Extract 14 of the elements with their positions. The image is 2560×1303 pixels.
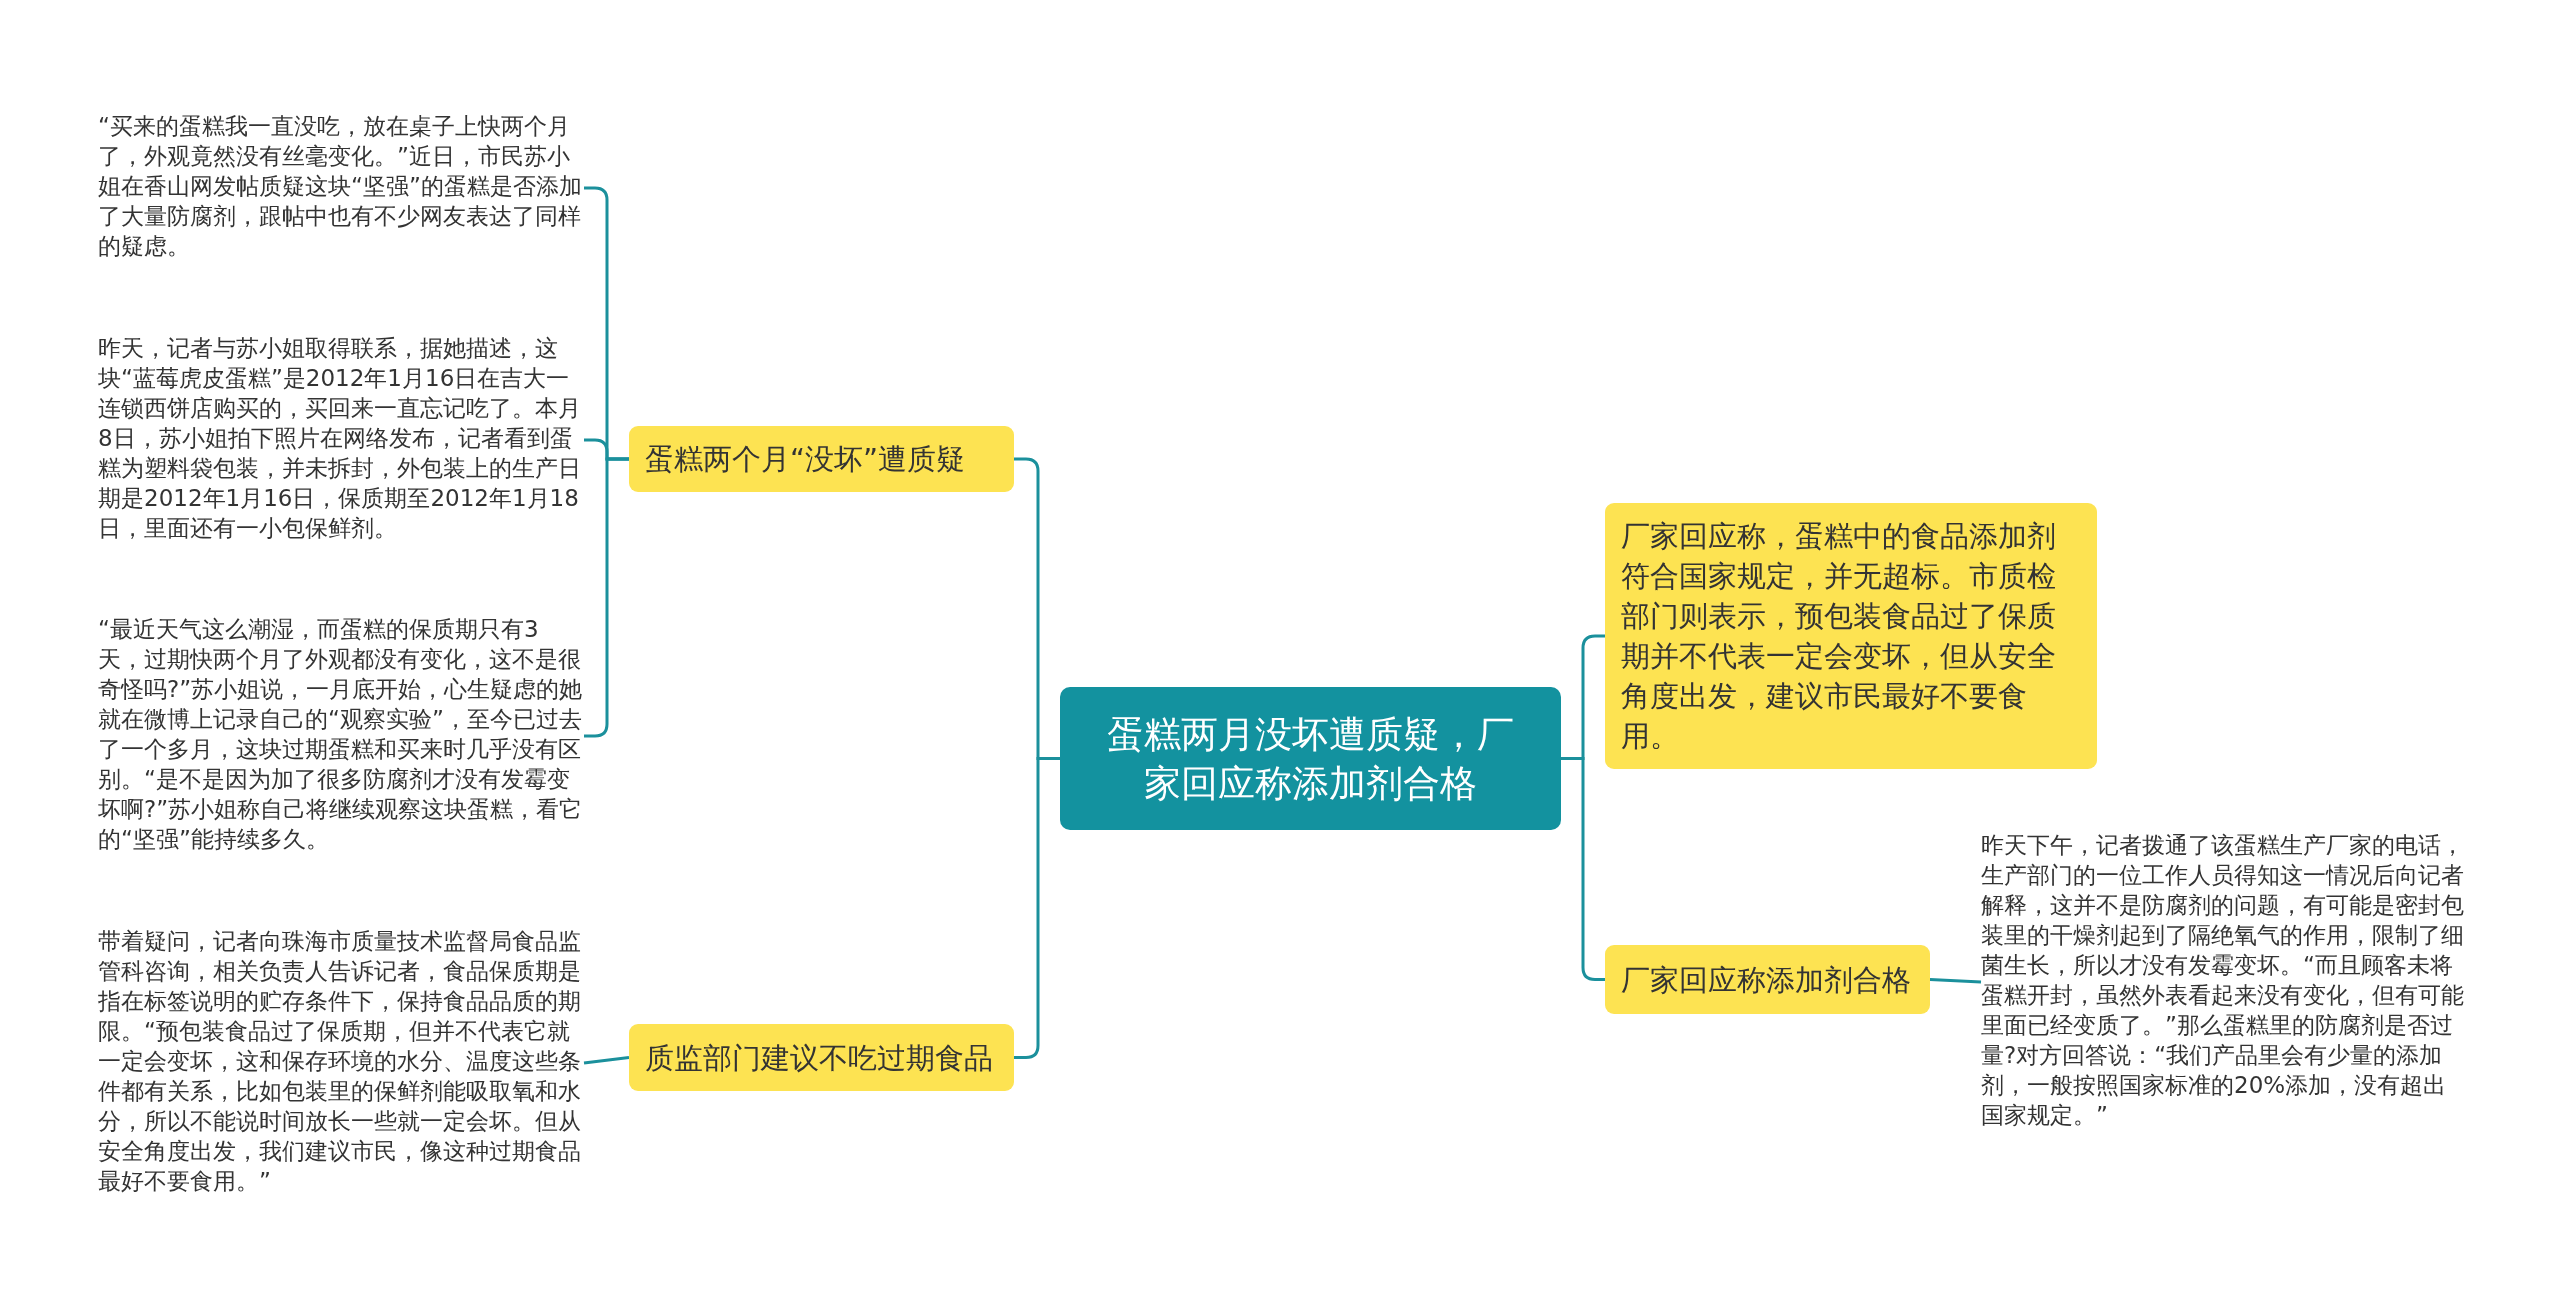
topic-box: 厂家回应称添加剂合格 [1605, 945, 1930, 1014]
topic-box: 蛋糕两个月“没坏”遭质疑 [629, 426, 1014, 492]
central-topic-box: 蛋糕两月没坏遭质疑，厂家回应称添加剂合格 [1060, 687, 1561, 830]
paragraph-text: “最近天气这么潮湿，而蛋糕的保质期只有3天，过期快两个月了外观都没有变化，这不是很奇怪吗?”苏小姐说，一月底开始，心生疑虑的她就在微博上记录自己的“观察实验”，至今已过去了一个多月，这块过期蛋糕和买来时几乎没有区别。“是不是因为加了很多防腐剂才没有发霉变坏啊?”苏小姐称自己将继续观察这块蛋糕，看它的“坚强”能持续多久。 [98, 614, 584, 858]
connector-line [1561, 757, 1605, 981]
topic-box: 厂家回应称，蛋糕中的食品添加剂符合国家规定，并无超标。市质检部门则表示，预包装食品过了保质期并不代表一定会变坏，但从安全角度出发，建议市民最好不要食用。 [1605, 503, 2097, 769]
connector-line [583, 1056, 630, 1065]
paragraph-text: 带着疑问，记者向珠海市质量技术监督局食品监管科咨询，相关负责人告诉记者，食品保质期是指在标签说明的贮存条件下，保持食品品质的期限。“预包装食品过了保质期，但并不代表它就一定会变坏，这和保存环境的水分、温度这些条件都有关系，比如包装里的保鲜剂能吸取氧和水分，所以不能说时间放长一些就一定会坏。但从安全角度出发，我们建议市民，像这种过期食品最好不要食用。” [98, 926, 584, 1200]
connector-line [1014, 757, 1060, 1059]
paragraph-text: 昨天，记者与苏小姐取得联系，据她描述，这块“蓝莓虎皮蛋糕”是2012年1月16日在吉大一连锁西饼店购买的，买回来一直忘记吃了。本月8日，苏小姐拍下照片在网络发布，记者看到蛋糕为塑料袋包装，并未拆封，外包装上的生产日期是2012年1月16日，保质期至2012年1月18日，里面还有一小包保鲜剂。 [98, 333, 584, 547]
topic-box: 质监部门建议不吃过期食品 [629, 1024, 1014, 1091]
paragraph-text: “买来的蛋糕我一直没吃，放在桌子上快两个月了，外观竟然没有丝毫变化。”近日，市民苏小姐在香山网发帖质疑这块“坚强”的蛋糕是否添加了大量防腐剂，跟帖中也有不少网友表达了同样的疑虑。 [98, 111, 584, 265]
paragraph-text: 昨天下午，记者拨通了该蛋糕生产厂家的电话，生产部门的一位工作人员得知这一情况后向记者解释，这并不是防腐剂的问题，有可能是密封包装里的干燥剂起到了隔绝氧气的作用，限制了细菌生长，所以才没有发霉变坏。“而且顾客未将蛋糕开封，虽然外表看起来没有变化，但有可能里面已经变质了。”那么蛋糕里的防腐剂是否过量?对方回答说：“我们产品里会有少量的添加剂，一般按照国家标准的20%添加，没有超出国家规定。” [1981, 830, 2465, 1134]
connector-line [1929, 978, 1982, 984]
